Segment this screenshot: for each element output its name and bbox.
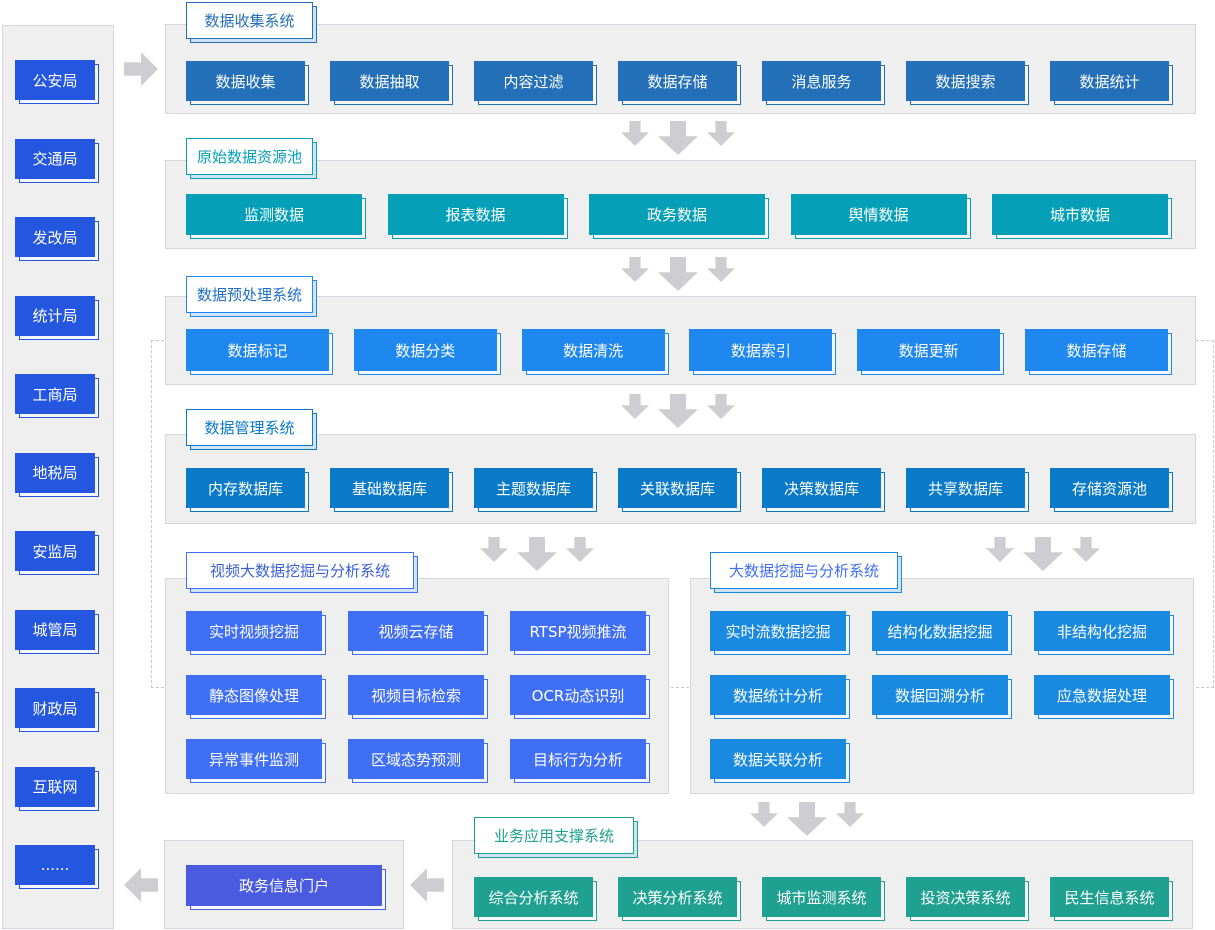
- source-2[interactable]: 发改局: [15, 217, 95, 257]
- pool-item[interactable]: 报表数据: [387, 194, 564, 235]
- arrow-down-icon: [621, 121, 649, 146]
- arrow-left-icon: [124, 868, 158, 902]
- video-title: 视频大数据挖掘与分析系统: [186, 552, 414, 589]
- source-8[interactable]: 财政局: [15, 688, 95, 728]
- arrow-down-icon: [836, 802, 864, 827]
- manage-item[interactable]: 存储资源池: [1050, 468, 1169, 508]
- pre-item[interactable]: 数据存储: [1025, 329, 1168, 371]
- video-item[interactable]: 区域态势预测: [348, 739, 484, 779]
- bigdata-item[interactable]: 应急数据处理: [1034, 675, 1170, 715]
- manage-item[interactable]: 基础数据库: [330, 468, 449, 508]
- manage-item[interactable]: 决策数据库: [762, 468, 881, 508]
- manage-item[interactable]: 主题数据库: [474, 468, 593, 508]
- arrow-down-icon: [707, 121, 735, 146]
- source-6[interactable]: 安监局: [15, 531, 95, 571]
- source-4[interactable]: 工商局: [15, 374, 95, 414]
- business-title: 业务应用支撑系统: [474, 817, 634, 854]
- video-item[interactable]: 异常事件监测: [186, 739, 322, 779]
- source-7[interactable]: 城管局: [15, 609, 95, 650]
- video-item[interactable]: 目标行为分析: [510, 739, 646, 779]
- arrow-right-icon: [124, 52, 158, 86]
- business-item[interactable]: 决策分析系统: [618, 877, 737, 917]
- business-item[interactable]: 民生信息系统: [1050, 877, 1169, 917]
- bigdata-item[interactable]: 数据统计分析: [710, 675, 846, 715]
- arrow-down-icon: [1023, 537, 1063, 571]
- bigdata-item[interactable]: 数据关联分析: [710, 739, 846, 779]
- pool-item[interactable]: 监测数据: [186, 194, 362, 235]
- video-item[interactable]: OCR动态识别: [510, 675, 646, 715]
- pre-item[interactable]: 数据清洗: [521, 329, 665, 371]
- video-item[interactable]: RTSP视频推流: [510, 611, 646, 651]
- arrow-down-icon: [1072, 537, 1100, 562]
- collect-item[interactable]: 数据收集: [186, 61, 305, 101]
- arrow-down-icon: [566, 537, 594, 562]
- video-item[interactable]: 静态图像处理: [186, 675, 322, 715]
- portal-button[interactable]: 政务信息门户: [186, 865, 382, 906]
- collect-item[interactable]: 数据抽取: [330, 61, 449, 101]
- arrow-down-icon: [621, 257, 649, 282]
- business-item[interactable]: 综合分析系统: [474, 877, 593, 917]
- bigdata-item[interactable]: 数据回溯分析: [872, 675, 1008, 715]
- pool-item[interactable]: 城市数据: [992, 194, 1168, 235]
- arrow-left-icon: [410, 868, 444, 902]
- pool-item[interactable]: 政务数据: [589, 194, 765, 235]
- arrow-down-icon: [750, 802, 778, 827]
- arrow-down-icon: [658, 121, 698, 155]
- arrow-down-icon: [517, 537, 557, 571]
- source-5[interactable]: 地税局: [15, 452, 95, 493]
- collect-item[interactable]: 数据搜索: [906, 61, 1025, 101]
- business-item[interactable]: 投资决策系统: [906, 877, 1025, 917]
- bigdata-title: 大数据挖掘与分析系统: [710, 552, 898, 589]
- collect-title: 数据收集系统: [186, 2, 313, 39]
- collect-item[interactable]: 数据存储: [618, 61, 737, 101]
- source-9[interactable]: 互联网: [15, 766, 95, 807]
- bigdata-item[interactable]: 实时流数据挖掘: [710, 611, 846, 651]
- source-10[interactable]: ......: [15, 845, 95, 885]
- video-item[interactable]: 视频云存储: [348, 611, 484, 651]
- arrow-down-icon: [707, 257, 735, 282]
- arrow-down-icon: [658, 394, 698, 428]
- manage-item[interactable]: 关联数据库: [618, 468, 737, 508]
- collect-item[interactable]: 消息服务: [762, 61, 881, 101]
- video-item[interactable]: 视频目标检索: [348, 675, 484, 715]
- arrow-down-icon: [787, 802, 827, 836]
- source-3[interactable]: 统计局: [15, 295, 95, 336]
- bigdata-item[interactable]: 结构化数据挖掘: [872, 611, 1008, 651]
- manage-title: 数据管理系统: [186, 409, 313, 446]
- collect-item[interactable]: 内容过滤: [474, 61, 593, 101]
- bigdata-item[interactable]: 非结构化挖掘: [1034, 611, 1170, 651]
- pre-item[interactable]: 数据标记: [186, 329, 329, 371]
- arrow-down-icon: [658, 257, 698, 291]
- source-0[interactable]: 公安局: [15, 60, 95, 100]
- collect-item[interactable]: 数据统计: [1050, 61, 1169, 101]
- pool-item[interactable]: 舆情数据: [790, 194, 967, 235]
- manage-item[interactable]: 共享数据库: [906, 468, 1025, 508]
- pre-item[interactable]: 数据分类: [353, 329, 497, 371]
- pre-panel: [165, 296, 1196, 385]
- pool-title: 原始数据资源池: [186, 138, 313, 175]
- arrow-down-icon: [707, 394, 735, 419]
- business-item[interactable]: 城市监测系统: [762, 877, 881, 917]
- video-item[interactable]: 实时视频挖掘: [186, 611, 322, 651]
- pre-item[interactable]: 数据更新: [857, 329, 1001, 371]
- arrow-down-icon: [480, 537, 508, 562]
- pre-item[interactable]: 数据索引: [689, 329, 833, 371]
- pre-title: 数据预处理系统: [186, 276, 313, 313]
- arrow-down-icon: [986, 537, 1014, 562]
- manage-item[interactable]: 内存数据库: [186, 468, 305, 508]
- source-1[interactable]: 交通局: [15, 138, 95, 179]
- arrow-down-icon: [621, 394, 649, 419]
